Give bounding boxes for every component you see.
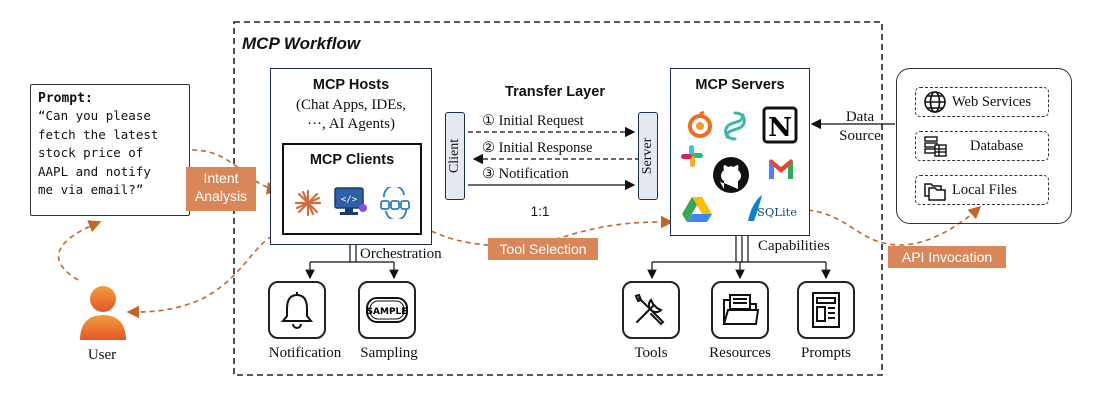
svg-text:</>: </> [341,195,358,205]
globe-icon [924,91,946,113]
svg-text:N: N [768,113,792,143]
gmail-logo-icon [769,159,793,179]
data-source-label: Data Source [839,109,881,144]
notification-label: Notification [268,345,342,361]
user-prompt-flow [57,220,102,281]
server-label: Server [640,137,655,175]
mcp-clients-box: MCP Clients </> [282,143,422,235]
notion-logo-icon: N [762,106,798,144]
sqlite-logo-icon [748,195,762,221]
transfer-layer-title: Transfer Layer [505,84,605,100]
svg-text:SAMPLE: SAMPLE [367,307,408,317]
sample-stamp-icon: SAMPLE [366,297,408,323]
github-logo-icon [713,157,749,193]
intent-flow [191,149,280,195]
google-drive-logo-icon [682,197,712,222]
prompt-title: Prompt: [38,91,93,106]
sqlite-label: SQLite [757,205,798,219]
bell-icon [280,292,314,329]
client-label: Client [447,138,462,174]
servers-title: MCP Servers [695,77,785,93]
source-local-files: Local Files [915,175,1049,205]
hosts-subtitle: (Chat Apps, IDEs, ···, AI Agents) [296,97,406,132]
message-request: ① Initial Request [482,113,584,129]
source-web-services: Web Services [915,87,1049,117]
files-folder-icon [924,183,946,201]
user-label: User [87,347,117,363]
sampling-label: Sampling [360,345,418,361]
openai-like-logo-icon [724,111,746,141]
capabilities-label: Capabilities [758,238,830,254]
ide-monitor-icon: </> [334,187,367,215]
database-icon [924,136,947,157]
document-icon [812,292,840,328]
prompt-text: “Can you please fetch the latest stock p… [38,108,159,197]
orchestration-label: Orchestration [360,246,442,262]
intent-analysis-tag: Intent Analysis [186,167,256,211]
prompts-box [797,281,855,339]
tools-box [622,281,680,339]
hosts-title: MCP Hosts [312,77,390,93]
prompts-label: Prompts [800,345,851,361]
source-database: Database [915,131,1049,161]
folder-icon [722,294,760,325]
clients-title: MCP Clients [309,152,395,168]
workflow-title: MCP Workflow [242,34,361,53]
user-icon [80,286,126,340]
server-bar: Server [638,112,658,200]
data-sources-panel: Web Services Database Local Files [896,68,1072,224]
response-to-user-flow [126,235,273,319]
resources-box [711,281,769,339]
notification-box [268,281,326,339]
resources-label: Resources [709,345,771,361]
slack-logo-icon [681,145,703,167]
ratio-label: 1:1 [530,204,550,219]
api-invocation-tag: API Invocation [888,246,1006,268]
tools-icon [634,293,665,326]
tools-label: Tools [634,345,668,361]
mcp-servers-box: MCP Servers N SQLite [670,68,810,236]
tool-selection-tag: Tool Selection [488,238,598,260]
sampling-box: SAMPLE [358,281,416,339]
sparkle-logo-icon [294,189,322,217]
client-bar: Client [445,112,465,200]
message-response: ② Initial Response [482,140,593,156]
grafana-logo-icon [688,111,712,138]
message-notification: ③ Notification [482,166,569,182]
prompt-box: Prompt: “Can you please fetch the latest… [30,84,190,216]
ai-agent-icon [380,187,410,219]
